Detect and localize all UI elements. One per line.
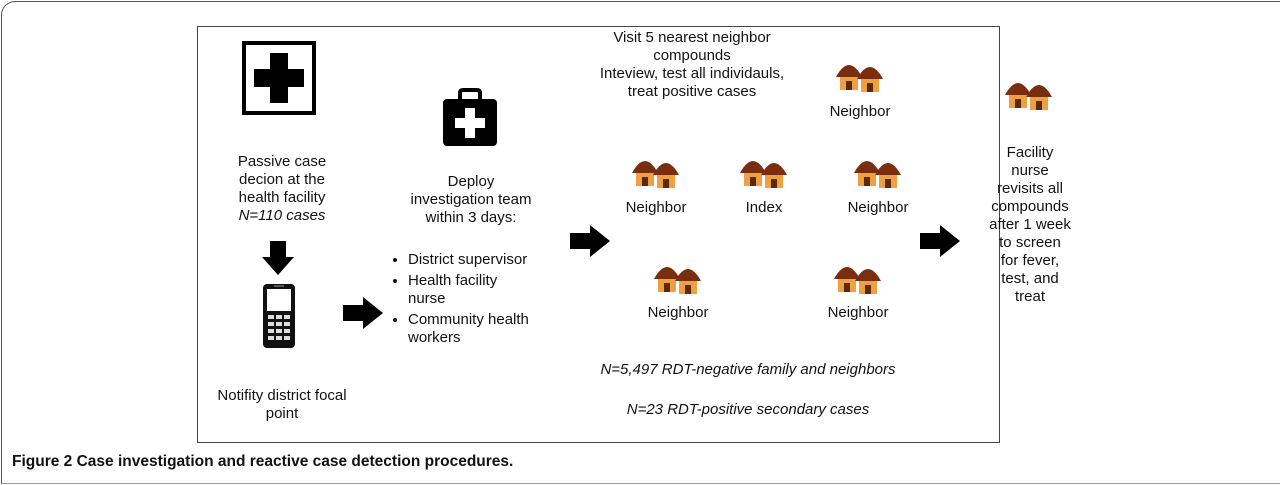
huts-icon <box>1005 83 1052 110</box>
caption-text: Case investigation and reactive case det… <box>72 453 514 470</box>
passive-case-text: Passive case decion at the health facili… <box>237 153 327 224</box>
compound-label: Neighbor <box>827 304 889 321</box>
compound-label: Neighbor <box>647 304 709 321</box>
down-arrow-icon <box>262 241 294 275</box>
huts-icon <box>834 267 881 294</box>
team-member-item: District supervisor <box>408 251 532 269</box>
caption-label: Figure 2 <box>12 453 73 470</box>
huts-icon <box>654 267 701 294</box>
huts-icon <box>854 161 901 188</box>
right-arrow-icon-3 <box>920 225 960 257</box>
mobile-phone-icon <box>263 284 295 348</box>
compound-label: Neighbor <box>625 199 687 216</box>
huts-icon <box>836 65 883 92</box>
right-arrow-icon-1 <box>343 297 383 329</box>
rdt-negative-stat: N=5,497 RDT-negative family and neighbor… <box>600 361 896 378</box>
diagram-box: Passive case decion at the health facili… <box>197 26 1071 443</box>
medical-cross-icon <box>242 41 316 115</box>
team-members-list: District supervisor Health facility nurs… <box>390 251 532 350</box>
rdt-positive-stat: N=23 RDT-positive secondary cases <box>626 401 870 418</box>
figure-caption: Figure 2 Case investigation and reactive… <box>12 453 513 471</box>
facility-nurse-text: Facility nurse revisits all compounds af… <box>989 144 1071 305</box>
right-arrow-icon-2 <box>570 225 610 257</box>
notify-text: Notifity district focal point <box>217 387 347 422</box>
visit-neighbors-text: Visit 5 nearest neighbor compounds Intev… <box>599 29 785 100</box>
huts-icon <box>740 161 787 188</box>
team-member-item: Community health workers <box>408 311 532 347</box>
deploy-team-text: Deploy investigation team within 3 days: <box>410 173 532 226</box>
team-member-item: Health facility nurse <box>408 272 532 308</box>
compound-label: Neighbor <box>829 103 891 120</box>
index-label: Index <box>745 199 783 216</box>
first-aid-kit-icon <box>443 88 497 146</box>
compound-label: Neighbor <box>847 199 909 216</box>
huts-icon <box>632 161 679 188</box>
